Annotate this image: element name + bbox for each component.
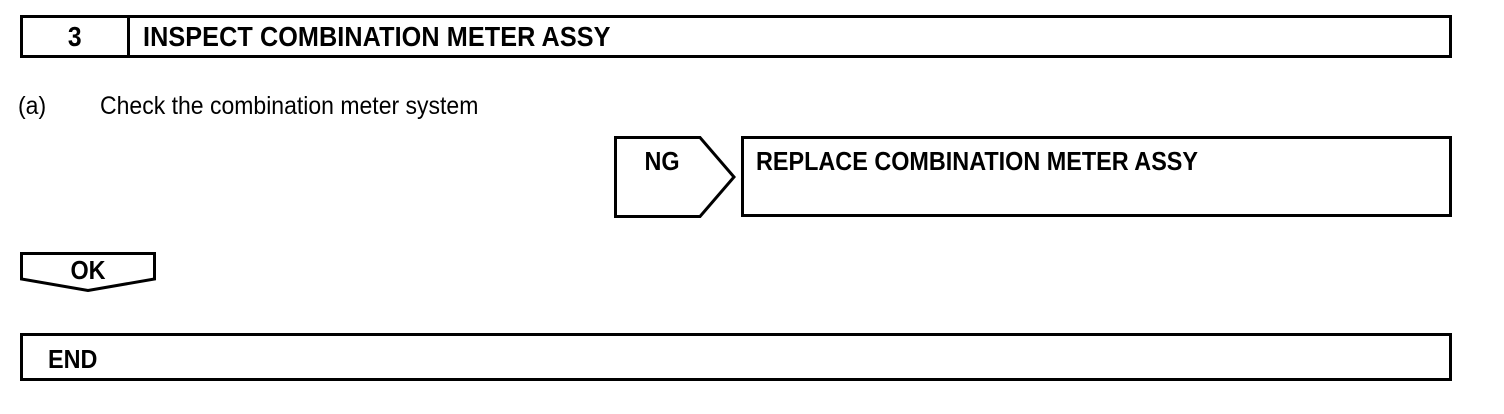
end-terminal-box: END bbox=[20, 333, 1452, 381]
ng-result-box: REPLACE COMBINATION METER ASSY bbox=[741, 136, 1452, 217]
ng-branch-arrow: NG bbox=[614, 136, 736, 218]
arrow-down-pentagon-icon bbox=[20, 252, 156, 292]
ng-result-text: REPLACE COMBINATION METER ASSY bbox=[756, 146, 1199, 176]
procedure-step-a: (a) Check the combination meter system bbox=[18, 90, 511, 122]
ok-branch-label: OK bbox=[70, 255, 106, 285]
step-title: INSPECT COMBINATION METER ASSY bbox=[143, 20, 611, 52]
step-title-cell: INSPECT COMBINATION METER ASSY bbox=[130, 18, 1449, 55]
step-number-cell: 3 bbox=[23, 18, 130, 55]
end-terminal-label: END bbox=[48, 344, 98, 374]
arrow-right-pentagon-icon bbox=[614, 136, 736, 218]
procedure-marker: (a) bbox=[18, 91, 47, 120]
procedure-text: Check the combination meter system bbox=[100, 91, 479, 120]
ng-branch-label: NG bbox=[644, 146, 680, 176]
step-number: 3 bbox=[68, 20, 82, 52]
step-header-bar: 3 INSPECT COMBINATION METER ASSY bbox=[20, 15, 1452, 58]
ok-branch-arrow: OK bbox=[20, 252, 156, 292]
